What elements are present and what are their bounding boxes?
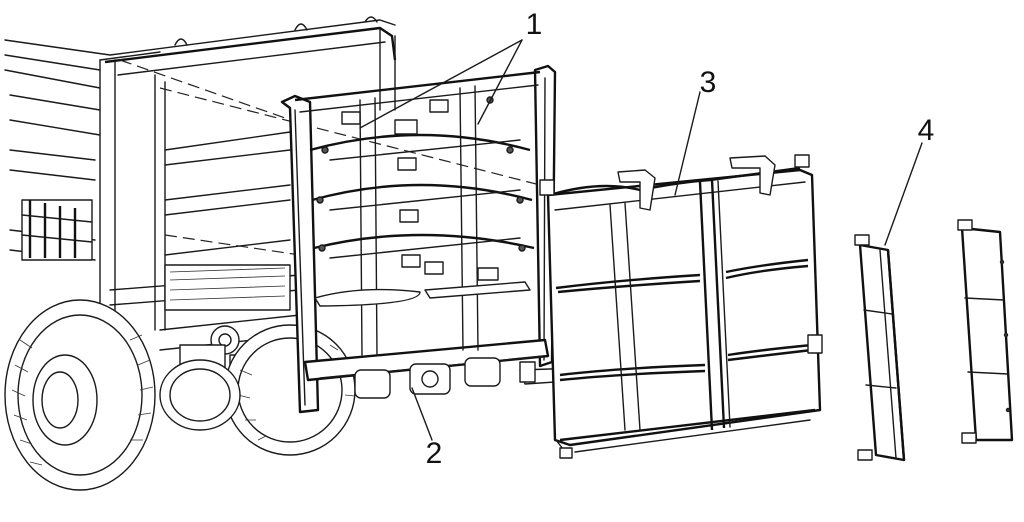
side-panel-part-4-b [957, 219, 1014, 444]
rear-door-part-3 [539, 154, 823, 459]
wheel-front [4, 299, 156, 491]
callout-2: 2 [426, 437, 443, 470]
leader-lines [359, 39, 923, 441]
callout-1: 1 [526, 8, 543, 41]
gearbox-drive-part-2 [319, 355, 586, 399]
side-panel-part-4-a [854, 234, 906, 462]
spreader-frame-part-1 [280, 64, 557, 414]
trailer-body [4, 16, 397, 381]
alignment-lines [119, 59, 541, 256]
callout-3: 3 [700, 66, 717, 99]
wheel-rear [159, 324, 356, 456]
callout-4: 4 [918, 114, 935, 147]
